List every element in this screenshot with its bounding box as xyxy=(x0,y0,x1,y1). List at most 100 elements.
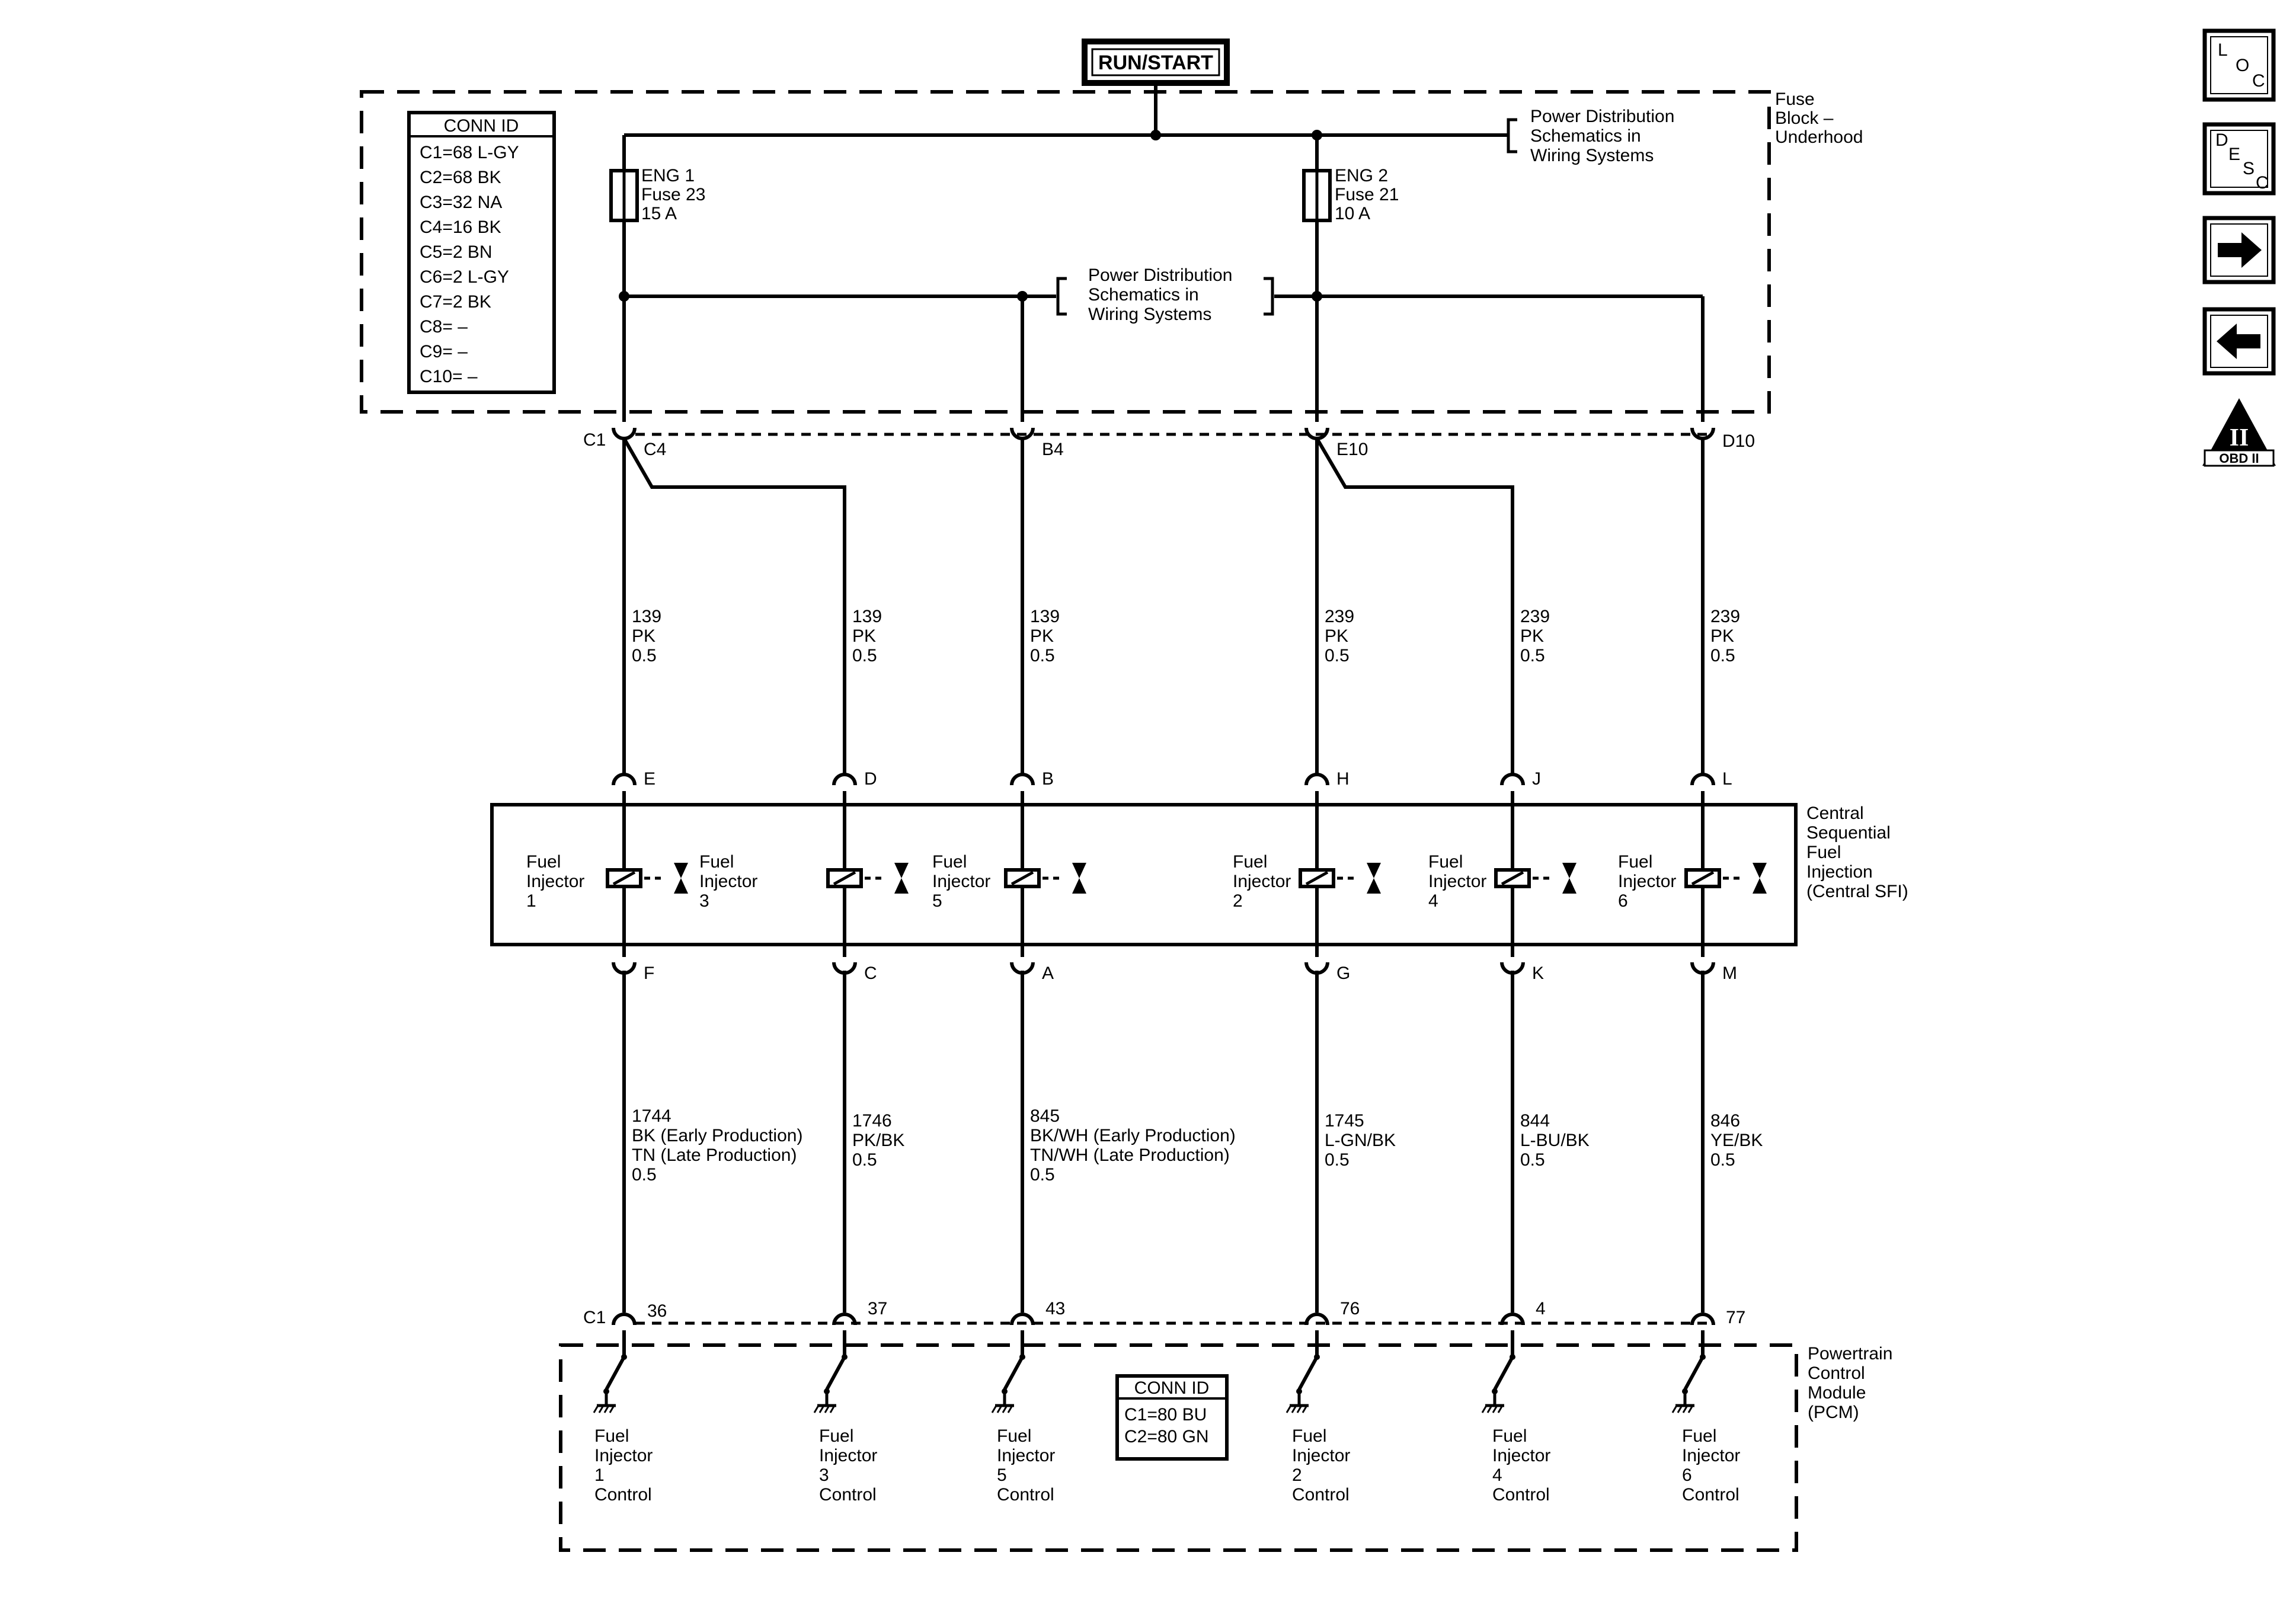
fuse-block-connector-name: C1 xyxy=(583,430,606,450)
top-pin-label: H xyxy=(1336,769,1350,789)
svg-text:S: S xyxy=(2243,159,2255,178)
pcm-connector-pins xyxy=(612,1313,1715,1326)
fuse-conn-id-title: CONN ID xyxy=(444,116,519,136)
fuse-conn-id-row: C1=68 L-GY xyxy=(420,143,519,162)
fuse-conn-id-row: C5=2 BN xyxy=(420,242,493,262)
power-bus-splice xyxy=(1312,130,1322,140)
top-pin-label: E xyxy=(644,769,655,789)
injector-module-top-pin-labels: E D B H J L xyxy=(644,769,1732,789)
pcm-pin-label: 43 xyxy=(1045,1299,1065,1318)
pcm-title: Powertrain Control Module (PCM) xyxy=(1808,1344,1898,1422)
fuse-conn-id-row: C9= – xyxy=(420,342,468,361)
pcm-driver-switch xyxy=(1285,1330,1320,1413)
svg-text:Power Distribution Schem: Power Distribution Schematics in Wiring … xyxy=(1530,107,1680,165)
pcm-pin-label: 37 xyxy=(868,1299,887,1318)
fuse-conn-id-row: C4=16 BK xyxy=(420,217,501,237)
injector-module-title: Central Sequential Fuel Injection (Centr… xyxy=(1806,804,1908,901)
power-bus-splice xyxy=(1150,130,1161,140)
top-pin-label: L xyxy=(1722,769,1732,789)
arrow-left-icon xyxy=(2217,324,2260,359)
fuse-conn-id-row: C10= – xyxy=(420,367,478,386)
run-start-source: RUN/START xyxy=(1082,39,1230,86)
fuse-eng2: ENG 2 Fuse 21 10 A xyxy=(1302,166,1399,223)
fuel-injector-symbol xyxy=(1004,863,1086,894)
previous-page-button[interactable] xyxy=(2202,307,2276,376)
top-pin-label: B xyxy=(1042,769,1054,789)
fuse-pin-label: C4 xyxy=(644,440,666,459)
pcm-driver-switch xyxy=(813,1330,848,1413)
injector-module-box xyxy=(490,803,1798,946)
pcm-driver-switch xyxy=(1671,1330,1706,1413)
fuse-pin-label: E10 xyxy=(1336,440,1368,459)
bottom-pin-label: C xyxy=(864,964,877,983)
fuel-injector-symbol xyxy=(1299,863,1381,894)
svg-text:O: O xyxy=(2236,56,2249,75)
fuel-injector-symbol xyxy=(1494,863,1576,894)
loc-button[interactable]: L O C xyxy=(2202,28,2276,102)
svg-text:ENG 1 Fuse 23 15 A: ENG 1 Fuse 23 15 A xyxy=(641,166,711,223)
arrow-right-icon xyxy=(2218,232,2262,268)
pcm-conn-id-table: CONN ID C1=80 BU C2=80 GN xyxy=(1115,1374,1229,1461)
top-pin-label: D xyxy=(864,769,877,789)
fuse-pin-label: D10 xyxy=(1722,431,1755,451)
fuse-conn-id-row: C8= – xyxy=(420,317,468,337)
fuse-pin-label: B4 xyxy=(1042,440,1064,459)
fuse-output-wires xyxy=(622,220,1705,422)
power-distribution-ref-top: Power Distribution Schematics in Wiring … xyxy=(1507,107,1680,165)
pcm-driver-switch xyxy=(593,1330,627,1413)
fuse-output-splice xyxy=(1017,291,1028,302)
power-distribution-ref-mid: Power Distribution Schematics in Wiring … xyxy=(1056,265,1274,324)
injector-symbols xyxy=(606,863,1767,894)
obd-ii-button[interactable]: II OBD II xyxy=(2202,398,2276,467)
injector-module-bottom-pins xyxy=(612,962,1715,975)
injector-module-top-pins xyxy=(612,773,1715,786)
pcm-pin-label: 36 xyxy=(647,1301,667,1321)
svg-text:C: C xyxy=(2256,173,2269,193)
pcm-pin-label: 77 xyxy=(1726,1308,1745,1327)
svg-text:C: C xyxy=(2252,71,2265,91)
fuel-injector-symbol xyxy=(606,863,688,894)
bottom-pin-label: A xyxy=(1042,964,1054,983)
fuse-block-conn-id-table: CONN ID C1=68 L-GY C2=68 BK C3=32 NA C4=… xyxy=(407,111,556,394)
pcm-conn-id-title: CONN ID xyxy=(1134,1378,1210,1398)
fuse-conn-id-row: C7=2 BK xyxy=(420,292,491,312)
next-page-button[interactable] xyxy=(2202,216,2276,284)
svg-text:Power Distribution Schem: Power Distribution Schematics in Wiring … xyxy=(1088,265,1237,324)
fuse-conn-id-row: C3=32 NA xyxy=(420,193,502,212)
fuse-output-splice xyxy=(1312,291,1322,302)
bottom-pin-label: M xyxy=(1722,964,1737,983)
desc-button[interactable]: D E S C xyxy=(2202,122,2276,196)
pcm-connector-name: C1 xyxy=(583,1308,606,1327)
injector-module-bottom-pin-labels: F C A G K M xyxy=(644,964,1737,983)
bottom-pin-label: K xyxy=(1532,964,1544,983)
pcm-outline xyxy=(559,1343,1798,1552)
svg-text:II: II xyxy=(2230,424,2249,452)
pcm-driver-switch xyxy=(1481,1330,1515,1413)
fuse-block-title: Fuse Block – Underhood xyxy=(1775,89,1863,147)
fuse-output-splice xyxy=(619,291,629,302)
top-pin-label: J xyxy=(1532,769,1541,789)
bottom-pin-label: G xyxy=(1336,964,1350,983)
fuse-block-outline xyxy=(360,90,1771,414)
svg-text:E: E xyxy=(2228,145,2240,164)
